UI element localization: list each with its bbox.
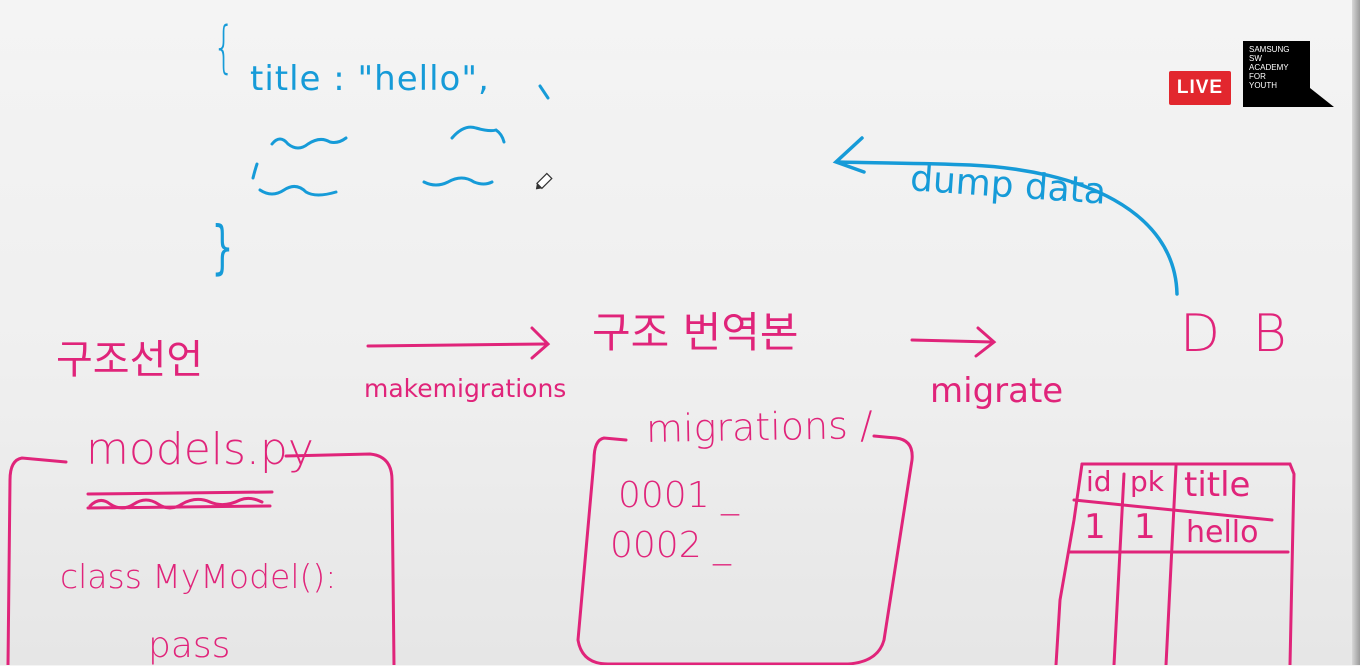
pipeline-arrows bbox=[366, 326, 997, 360]
db-cell-id: 1 bbox=[1084, 507, 1106, 547]
logo-line: FOR bbox=[1249, 72, 1266, 81]
migrations-box bbox=[576, 434, 914, 665]
models-code-class-line: class MyModel(): bbox=[60, 557, 337, 596]
academy-logo-text: SAMSUNG SW ACADEMY FOR YOUTH bbox=[1249, 45, 1309, 90]
logo-line: SW bbox=[1249, 54, 1262, 63]
live-badge: LIVE bbox=[1169, 71, 1231, 105]
db-cell-pk: 1 bbox=[1134, 507, 1156, 547]
json-brace-close: } bbox=[211, 213, 234, 281]
json-squiggles bbox=[251, 84, 550, 197]
migration-file-0001: 0001 _ bbox=[618, 475, 740, 516]
db-col-pk-header: pk bbox=[1130, 465, 1164, 498]
models-box bbox=[6, 452, 396, 665]
pencil-cursor-icon bbox=[535, 172, 553, 190]
academy-logo-shape bbox=[1243, 41, 1334, 107]
logo-line: SAMSUNG bbox=[1249, 45, 1290, 54]
logo-line: ACADEMY bbox=[1249, 63, 1289, 72]
json-brace-open: { bbox=[213, 15, 235, 80]
models-code-pass-line: pass bbox=[148, 625, 231, 666]
migrate-label: migrate bbox=[930, 371, 1064, 411]
logo-line: YOUTH bbox=[1249, 81, 1277, 90]
db-label: D B bbox=[1180, 304, 1295, 364]
db-table-grid bbox=[1054, 462, 1296, 665]
db-cell-title: hello bbox=[1186, 515, 1259, 550]
migrations-folder-title: migrations / bbox=[645, 403, 874, 451]
structure-declaration-label: 구조선언 bbox=[56, 337, 204, 383]
models-underline bbox=[86, 490, 274, 510]
models-py-title: models.py bbox=[86, 424, 314, 475]
migration-file-0002: 0002 _ bbox=[610, 525, 732, 566]
dump-data-arrow bbox=[832, 136, 1179, 296]
json-title-line: title : "hello", bbox=[250, 59, 490, 99]
structure-translation-label: 구조 번역본 bbox=[592, 308, 799, 357]
window-edge-scrollbar[interactable] bbox=[1352, 0, 1360, 665]
db-col-title-header: title bbox=[1184, 465, 1251, 505]
makemigrations-label: makemigrations bbox=[364, 374, 567, 403]
db-col-id-header: id bbox=[1086, 465, 1112, 498]
